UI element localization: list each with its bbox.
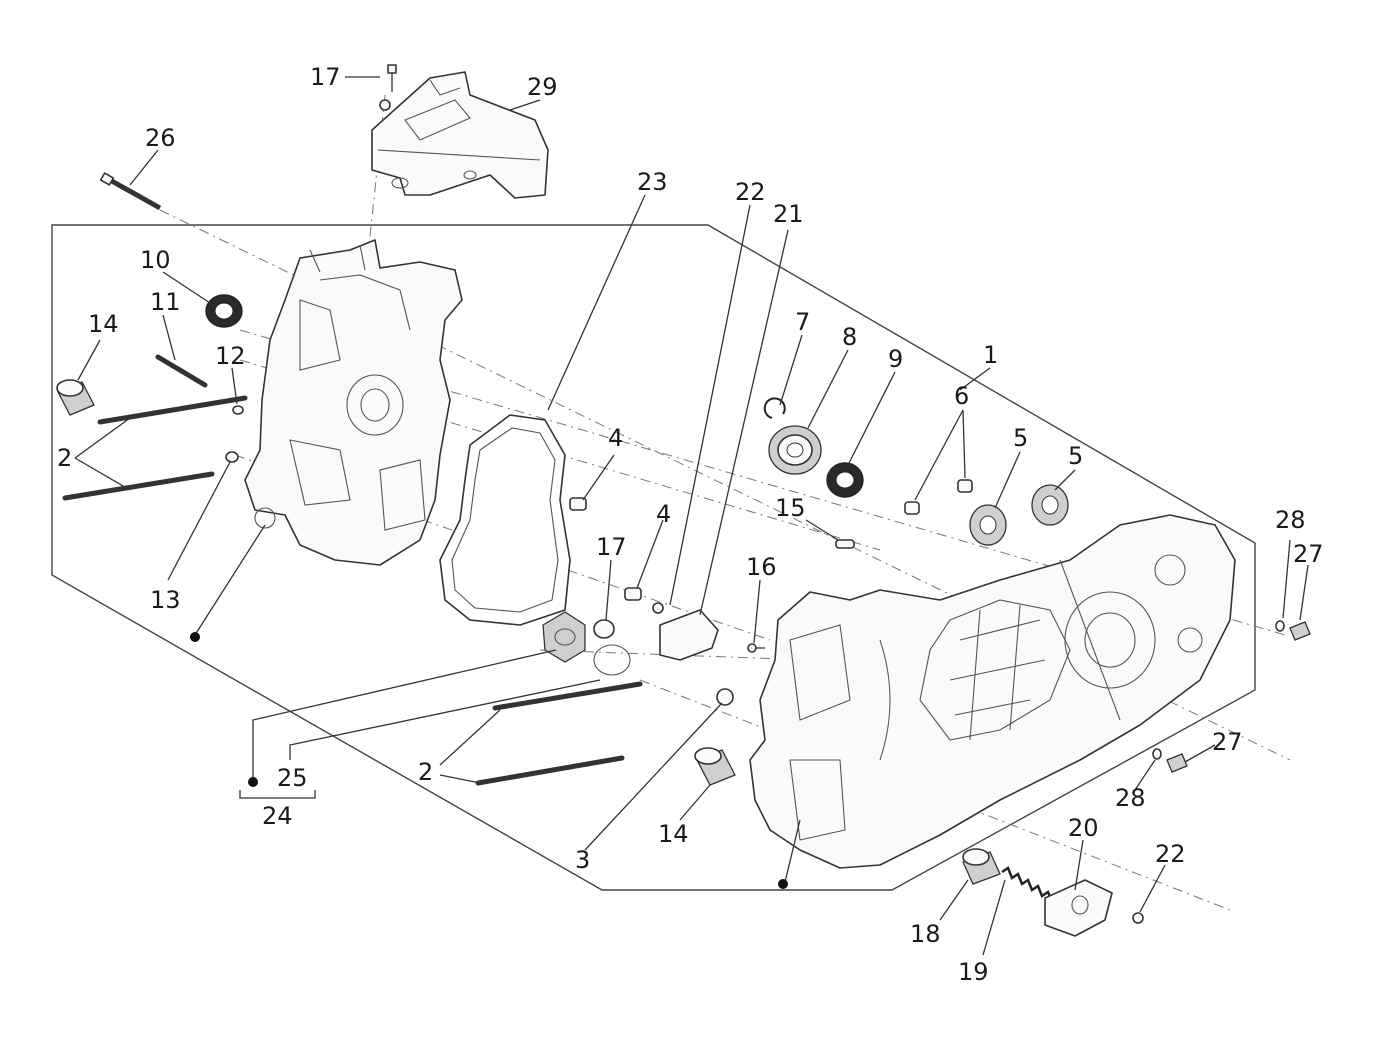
callout-8: 8 <box>842 323 857 351</box>
reference-dots <box>190 632 788 889</box>
dot-marker <box>778 879 788 889</box>
callout-3: 3 <box>575 846 590 874</box>
callout-13: 13 <box>150 586 181 614</box>
callout-28: 28 <box>1275 506 1306 534</box>
callout-7: 7 <box>795 308 810 336</box>
callout-11: 11 <box>150 288 181 316</box>
screw-16-part <box>747 643 765 653</box>
callout-20: 20 <box>1068 814 1099 842</box>
callout-17: 17 <box>596 533 627 561</box>
dowels-6-part <box>904 479 973 515</box>
callout-18: 18 <box>910 920 941 948</box>
seal-10-part <box>205 294 243 328</box>
bearings-5-part <box>969 484 1069 546</box>
callout-12: 12 <box>215 342 246 370</box>
callout-21: 21 <box>773 200 804 228</box>
studs-2-lower-part <box>475 681 643 786</box>
circlip-7-part <box>763 397 786 419</box>
callout-4: 4 <box>656 500 671 528</box>
callout-2: 2 <box>418 758 433 786</box>
leader-lines <box>74 76 1309 956</box>
pin-15-part <box>835 539 855 549</box>
callout-10: 10 <box>140 246 171 274</box>
screws-27-washers-28-part <box>1152 620 1311 773</box>
bolt-26-part <box>99 172 162 211</box>
assembly-frame <box>51 224 1256 891</box>
gasket-23-part <box>439 414 571 626</box>
callout-25: 25 <box>277 764 308 792</box>
callout-27: 27 <box>1212 728 1243 756</box>
bush-14-lower-part <box>694 747 736 786</box>
pump-part <box>542 611 631 676</box>
callout-14: 14 <box>658 820 689 848</box>
callout-5: 5 <box>1013 424 1028 452</box>
callout-5: 5 <box>1068 442 1083 470</box>
callout-2: 2 <box>57 444 72 472</box>
callout-9: 9 <box>888 345 903 373</box>
callout-14: 14 <box>88 310 119 338</box>
left-crankcase-part <box>244 239 463 566</box>
bearing-8-part <box>768 425 822 475</box>
callout-29: 29 <box>527 73 558 101</box>
seal-9-part <box>826 462 864 498</box>
callout-6: 6 <box>954 382 969 410</box>
callout-15: 15 <box>775 494 806 522</box>
callout-1: 1 <box>983 341 998 369</box>
callout-24: 24 <box>262 802 293 830</box>
pin-11-part <box>155 354 208 388</box>
screw-17-top-part <box>379 64 397 111</box>
callout-23: 23 <box>637 168 668 196</box>
callout-16: 16 <box>746 553 777 581</box>
callout-22: 22 <box>735 178 766 206</box>
callout-27: 27 <box>1293 540 1324 568</box>
plate-21-part <box>652 602 719 661</box>
callout-28: 28 <box>1115 784 1146 812</box>
studs-2-left-part <box>62 395 248 501</box>
bypass-valve-parts <box>962 848 1144 937</box>
small-dowels-12-13-part <box>225 405 244 463</box>
oring-3-part <box>716 688 734 706</box>
callout-4: 4 <box>608 424 623 452</box>
callout-26: 26 <box>145 124 176 152</box>
callout-19: 19 <box>958 958 989 986</box>
top-cover-part <box>371 71 549 199</box>
callout-17: 17 <box>310 63 341 91</box>
callout-22: 22 <box>1155 840 1186 868</box>
dowels-4-part <box>569 497 642 601</box>
dot-marker <box>190 632 200 642</box>
dot-marker <box>248 777 258 787</box>
right-crankcase-part <box>749 514 1236 869</box>
callout-labels: 17 29 26 23 22 21 10 11 14 12 7 8 9 1 6 … <box>57 63 1324 986</box>
bush-14-left-part <box>56 379 95 416</box>
